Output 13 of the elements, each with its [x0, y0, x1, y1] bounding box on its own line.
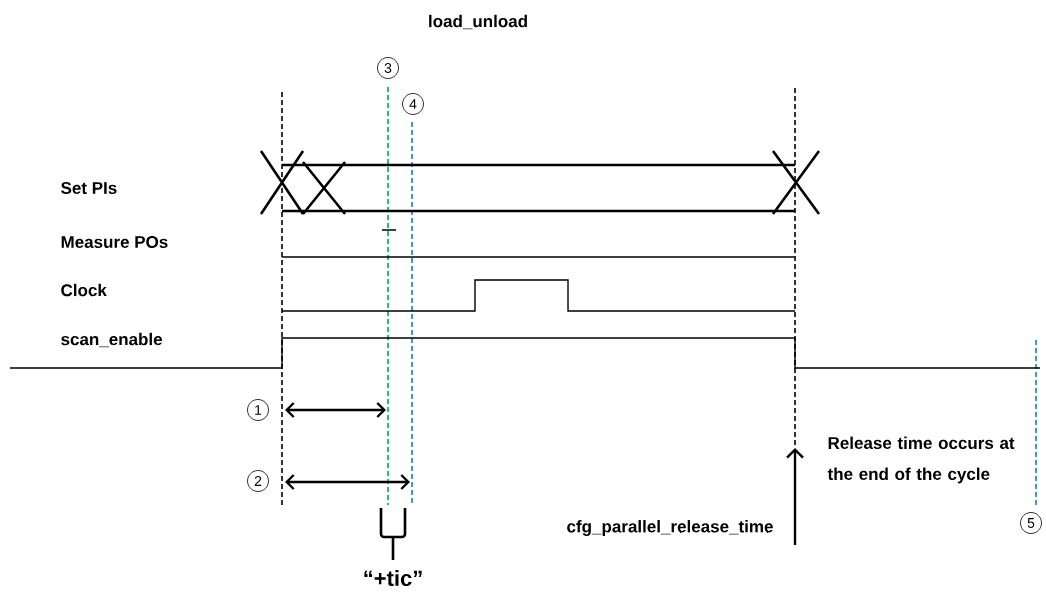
callout-number: 1 — [247, 399, 269, 421]
signal-label: scan_enable — [61, 332, 162, 348]
callout-number: 2 — [247, 470, 269, 492]
signal-label: Set PIs — [61, 182, 117, 194]
callout-number: 5 — [1020, 512, 1042, 534]
annotation-text: “+tic” — [364, 569, 422, 587]
annotation-text: cfg_parallel_release_time — [567, 520, 773, 536]
heading: load_unload — [429, 14, 527, 30]
note-text: Release time occurs at the end of the cycle — [827, 436, 1015, 484]
callout-number: 4 — [402, 93, 424, 115]
signal-label: Clock — [61, 283, 107, 297]
callout-number: 3 — [377, 57, 399, 79]
signal-label: Measure POs — [61, 236, 168, 248]
